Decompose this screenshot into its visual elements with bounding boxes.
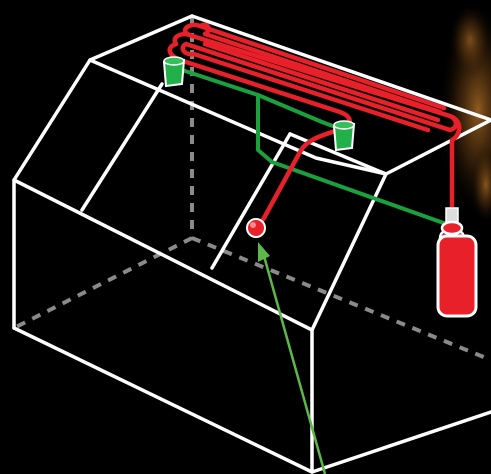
nozzle-left: [164, 57, 184, 86]
nozzle-right: [334, 121, 354, 150]
sensor-bulb: [247, 219, 265, 237]
